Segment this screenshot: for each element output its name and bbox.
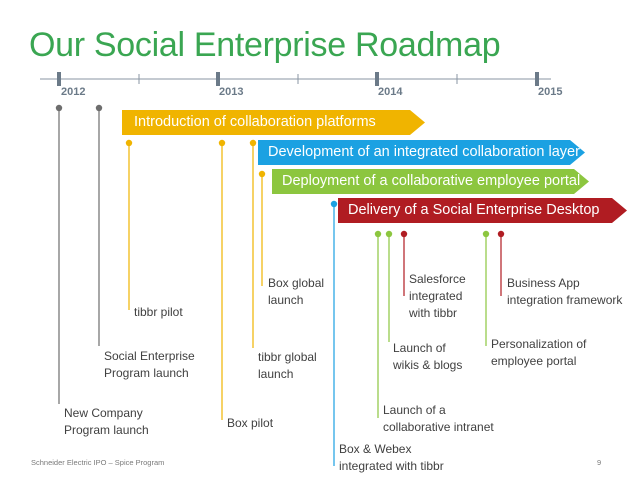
milestone-dot [400,230,408,238]
banner-social-desktop: Delivery of a Social Enterprise Desktop [348,202,600,218]
page-number: 9 [597,458,602,467]
milestone-dot [385,230,393,238]
milestone-dot [95,104,103,112]
banner-collaboration-layer: Development of an integrated collaborati… [268,144,580,160]
banner-arrow-social-desktop [338,198,627,223]
milestone-dot [374,230,382,238]
year-label-2013: 2013 [219,86,244,98]
year-marker-2013 [216,72,220,86]
milestone-dot [125,139,133,147]
milestone-dot [249,139,257,147]
milestone-lines [55,104,505,466]
banner-collaboration-platforms: Introduction of collaboration platforms [134,114,376,130]
milestone-label-box-pilot: Box pilot [227,416,274,430]
milestone-dot [482,230,490,238]
footer-text: Schneider Electric IPO – Spice Program [31,458,165,467]
year-marker-2015 [535,72,539,86]
milestone-dot [497,230,505,238]
banner-arrow-collaboration-layer [258,140,585,165]
year-marker-2012 [57,72,61,86]
banner-employee-portal: Deployment of a collaborative employee p… [282,173,581,189]
year-label-2014: 2014 [378,86,403,98]
milestone-label-tibbr-pilot: tibbr pilot [134,305,183,319]
milestone-dot [55,104,63,112]
year-label-2015: 2015 [538,86,563,98]
banner-arrow-employee-portal [272,169,589,194]
year-marker-2014 [375,72,379,86]
banner-arrow-collaboration-platforms [122,110,425,135]
page-title: Our Social Enterprise Roadmap [29,26,501,64]
milestone-dot [330,200,338,208]
milestone-dot [218,139,226,147]
year-label-2012: 2012 [61,86,86,98]
milestone-dot [258,170,266,178]
